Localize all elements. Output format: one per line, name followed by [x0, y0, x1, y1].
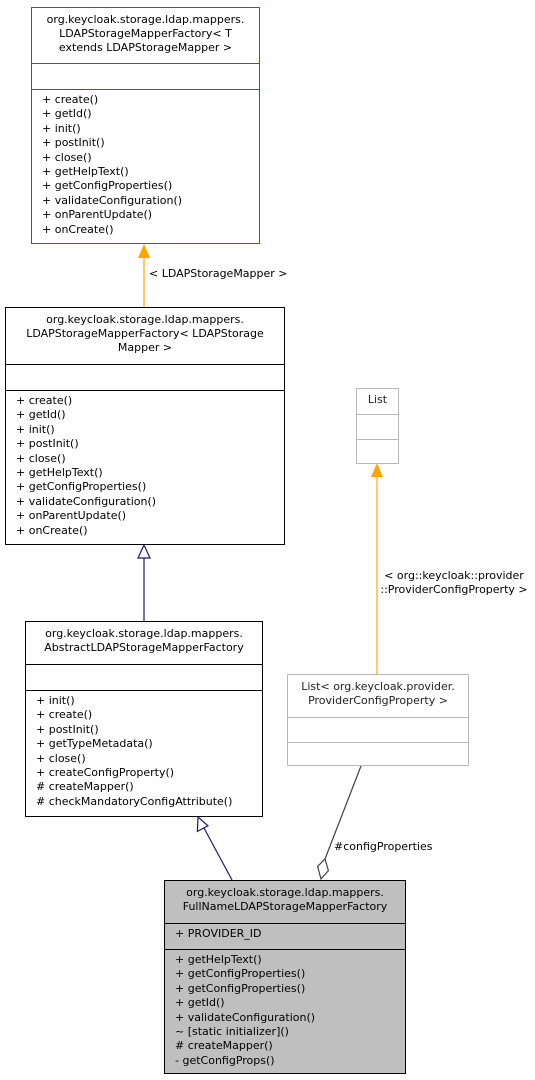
method-item: + getConfigProperties() [16, 480, 147, 494]
list-binding-label: < org::keycloak::provider ::ProviderConf… [372, 569, 535, 597]
attributes-section [6, 364, 284, 390]
template-binding-label: < LDAPStorageMapper > [149, 267, 288, 280]
class-name: List [357, 389, 398, 414]
class-list[interactable]: List [356, 388, 399, 464]
methods-section: + getHelpText() + getConfigProperties() … [165, 949, 405, 1071]
methods-section: + create() + getId() + init() + postInit… [32, 89, 259, 240]
attributes-section [32, 63, 259, 89]
method-item: + close() [16, 451, 66, 465]
class-name: org.keycloak.storage.ldap.mappers. LDAPS… [32, 8, 259, 63]
method-item: + getId() [16, 408, 66, 422]
method-item: + postInit() [16, 437, 79, 451]
method-item: + postInit() [36, 722, 99, 736]
inheritance-edge-fullname [203, 827, 233, 881]
class-name-line: LDAPStorageMapperFactory< T [59, 27, 232, 40]
class-name-line: org.keycloak.storage.ldap.mappers. [45, 627, 243, 640]
method-item: - getConfigProps() [175, 1053, 275, 1067]
method-item: + create() [36, 708, 93, 722]
method-item: + createConfigProperty() [36, 766, 175, 780]
method-item: + getId() [42, 107, 92, 121]
class-name-line: ProviderConfigProperty > [308, 694, 448, 707]
methods-section: + init() + create() + postInit() + getTy… [26, 690, 262, 812]
attributes-section [357, 414, 398, 439]
association-edge-config [324, 765, 362, 860]
method-item: + onParentUpdate() [16, 509, 127, 523]
aggregation-diamond-config [316, 857, 330, 881]
method-item: + getId() [175, 996, 225, 1010]
class-name-line: LDAPStorageMapperFactory< LDAPStorage [26, 327, 264, 340]
association-label: #configProperties [334, 840, 433, 853]
method-item: + create() [16, 394, 73, 407]
method-item: + create() [42, 93, 99, 106]
class-name-line: org.keycloak.storage.ldap.mappers. [186, 886, 384, 899]
method-item: + validateConfiguration() [42, 193, 183, 207]
list-binding-label-line: ::ProviderConfigProperty > [380, 583, 528, 596]
attributes-section: + PROVIDER_ID [165, 923, 405, 949]
class-name-line: List< org.keycloak.provider. [301, 680, 455, 693]
method-item: # createMapper() [36, 780, 134, 794]
method-item: # checkMandatoryConfigAttribute() [36, 794, 233, 808]
method-item: ~ [static initializer]() [175, 1025, 289, 1039]
method-item: + postInit() [42, 136, 105, 150]
method-item: # createMapper() [175, 1039, 273, 1053]
method-item: + getHelpText() [16, 466, 103, 480]
method-item: + getHelpText() [175, 953, 262, 966]
class-name: org.keycloak.storage.ldap.mappers. LDAPS… [6, 308, 284, 364]
method-item: + validateConfiguration() [16, 494, 157, 508]
method-item: + onCreate() [42, 222, 114, 236]
attribute-item: + PROVIDER_ID [175, 927, 262, 940]
class-ldap-storage-mapper-factory[interactable]: org.keycloak.storage.ldap.mappers. LDAPS… [5, 307, 285, 545]
methods-section: + create() + getId() + init() + postInit… [6, 390, 284, 541]
methods-section [357, 439, 398, 463]
class-name: org.keycloak.storage.ldap.mappers. Abstr… [26, 622, 262, 664]
class-fullname-ldap-storage-mapper-factory[interactable]: org.keycloak.storage.ldap.mappers. FullN… [164, 880, 406, 1074]
method-item: + close() [36, 751, 86, 765]
method-item: + getConfigProperties() [175, 981, 306, 995]
list-binding-label-line: < org::keycloak::provider [384, 569, 524, 582]
class-abstract-ldap-storage-mapper-factory[interactable]: org.keycloak.storage.ldap.mappers. Abstr… [25, 621, 263, 817]
method-item: + close() [42, 150, 92, 164]
class-name: org.keycloak.storage.ldap.mappers. FullN… [165, 881, 405, 923]
method-item: + init() [36, 694, 75, 707]
class-name-line: extends LDAPStorageMapper > [58, 41, 233, 54]
class-list-provider-config-property[interactable]: List< org.keycloak.provider. ProviderCon… [287, 674, 469, 766]
class-name-line: List [367, 393, 388, 406]
attributes-section [288, 717, 468, 742]
methods-section [288, 742, 468, 765]
method-item: + init() [42, 121, 81, 135]
class-name-line: org.keycloak.storage.ldap.mappers. [46, 313, 244, 326]
method-item: + getHelpText() [42, 165, 129, 179]
class-generic-ldap-storage-mapper-factory[interactable]: org.keycloak.storage.ldap.mappers. LDAPS… [31, 7, 260, 244]
method-item: + onParentUpdate() [42, 208, 153, 222]
class-name-line: org.keycloak.storage.ldap.mappers. [46, 13, 245, 26]
template-arrowhead-factory [138, 244, 150, 258]
class-name-line: AbstractLDAPStorageMapperFactory [44, 641, 244, 654]
class-name-line: Mapper > [117, 341, 173, 354]
method-item: + getConfigProperties() [42, 179, 173, 193]
class-name-line: FullNameLDAPStorageMapperFactory [182, 900, 388, 913]
method-item: + onCreate() [16, 523, 88, 537]
method-item: + init() [16, 422, 55, 436]
attributes-section [26, 664, 262, 690]
template-arrowhead-list [371, 463, 383, 477]
inheritance-arrowhead-abstract [137, 543, 151, 559]
method-item: + validateConfiguration() [175, 1010, 316, 1024]
method-item: + getTypeMetadata() [36, 737, 153, 751]
inheritance-arrowhead-fullname [196, 815, 209, 833]
class-name: List< org.keycloak.provider. ProviderCon… [288, 675, 468, 717]
method-item: + getConfigProperties() [175, 967, 306, 981]
